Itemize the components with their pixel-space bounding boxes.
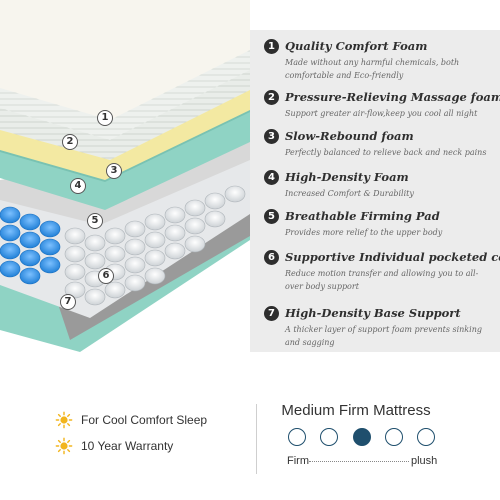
callout-1: 1 xyxy=(97,110,113,126)
feature-description: Reduce motion transfer and allowing you … xyxy=(285,269,479,291)
perk-warranty: 10 Year Warranty xyxy=(55,436,173,456)
feature-title: Quality Comfort Foam xyxy=(285,39,428,53)
feature-4: 4 High-Density Foam Increased Comfort & D… xyxy=(264,169,496,201)
feature-description: Provides more relief to the upper body xyxy=(285,228,443,237)
feature-description: Support greater air-flow,keep you cool a… xyxy=(285,109,478,118)
feature-description: Increased Comfort & Durability xyxy=(285,189,414,198)
pocketed-coils xyxy=(0,185,246,306)
callout-7: 7 xyxy=(60,294,76,310)
firmness-level-5 xyxy=(417,428,435,446)
firmness-scale-line xyxy=(309,461,409,462)
feature-2: 2 Pressure-Relieving Massage foam Support… xyxy=(264,89,500,121)
feature-5: 5 Breathable Firming Pad Provides more re… xyxy=(264,208,496,240)
firmness-low-label: Firm xyxy=(287,455,309,467)
callout-3: 3 xyxy=(106,163,122,179)
callout-2: 2 xyxy=(62,134,78,150)
feature-description: A thicker layer of support foam prevents… xyxy=(285,325,482,347)
callout-4: 4 xyxy=(70,178,86,194)
feature-1: 1 Quality Comfort Foam Made without any h… xyxy=(264,38,496,82)
perk-cool-sleep: For Cool Comfort Sleep xyxy=(55,410,207,430)
feature-title: High-Density Foam xyxy=(285,170,409,184)
perk-label: For Cool Comfort Sleep xyxy=(81,413,208,427)
feature-number: 4 xyxy=(264,169,279,185)
feature-number: 5 xyxy=(264,208,279,224)
feature-title: Breathable Firming Pad xyxy=(285,209,440,223)
feature-number: 1 xyxy=(264,38,279,54)
feature-title: Pressure-Relieving Massage foam xyxy=(285,90,500,104)
feature-number: 2 xyxy=(264,89,279,105)
feature-3: 3 Slow-Rebound foam Perfectly balanced to… xyxy=(264,128,496,160)
firmness-high-label: plush xyxy=(411,455,438,467)
callout-5: 5 xyxy=(87,213,103,229)
firmness-level-3 xyxy=(353,428,371,446)
feature-description: Made without any harmful chemicals, both… xyxy=(285,58,460,80)
firmness-level-1 xyxy=(288,428,306,446)
feature-number: 6 xyxy=(264,249,279,265)
firmness-title: Medium Firm Mattress xyxy=(281,402,431,419)
feature-7: 7 High-Density Base Support A thicker lay… xyxy=(264,305,496,349)
divider xyxy=(256,404,257,474)
firmness-level-4 xyxy=(385,428,403,446)
firmness-level-2 xyxy=(320,428,338,446)
feature-number: 7 xyxy=(264,305,279,321)
feature-title: Slow-Rebound foam xyxy=(285,129,414,143)
feature-number: 3 xyxy=(264,128,279,144)
layer-1-comfort-foam-top xyxy=(0,0,250,120)
layer-feature-panel: 1 Quality Comfort Foam Made without any h… xyxy=(250,30,500,352)
perk-label: 10 Year Warranty xyxy=(81,439,174,453)
feature-title: High-Density Base Support xyxy=(285,306,461,320)
callout-6: 6 xyxy=(98,268,114,284)
feature-description: Perfectly balanced to relieve back and n… xyxy=(285,148,487,157)
feature-6: 6 Supportive Individual pocketed coils Re… xyxy=(264,249,500,293)
sun-icon xyxy=(55,437,73,455)
feature-title: Supportive Individual pocketed coils xyxy=(285,250,500,264)
mattress-illustration: 1 2 3 4 5 6 7 xyxy=(0,0,250,352)
mattress-layers-drawing xyxy=(0,0,250,352)
sun-icon xyxy=(55,411,73,429)
